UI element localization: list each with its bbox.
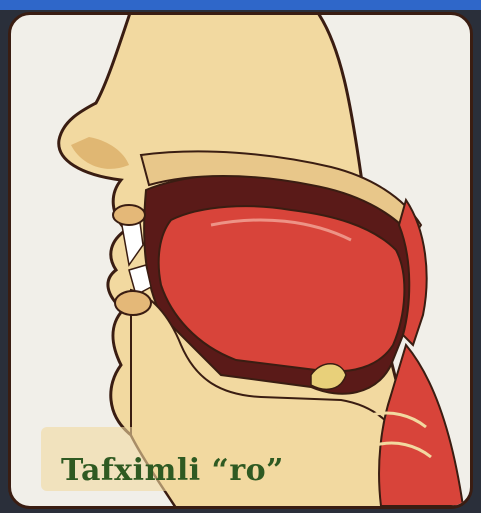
lower-lip [115,291,151,315]
top-bar [0,0,481,10]
diagram-frame: Tafximli “ro” [8,12,473,509]
upper-lip [113,205,145,225]
head-cross-section [11,15,470,506]
diagram-caption: Tafximli “ro” [61,453,284,488]
